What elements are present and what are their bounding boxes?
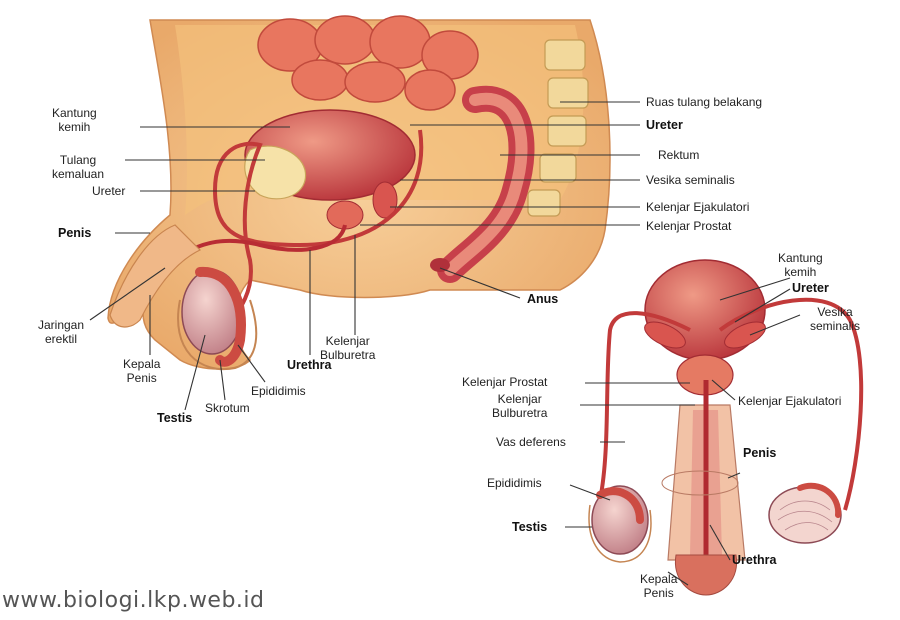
label-kelenjar-ejakulatori-front: Kelenjar Ejakulatori [738, 394, 841, 408]
label-kelenjar-prostat-side: Kelenjar Prostat [646, 219, 731, 233]
label-kepala-penis-front: KepalaPenis [640, 572, 677, 600]
label-testis-side: Testis [157, 411, 192, 425]
label-testis-front: Testis [512, 520, 547, 534]
label-kelenjar-ejakulatori-side: Kelenjar Ejakulatori [646, 200, 749, 214]
label-jaringan-erektil: Jaringanerektil [38, 318, 84, 346]
label-epididimis-front: Epididimis [487, 476, 542, 490]
label-vesika-seminalis-front: Vesikaseminalis [810, 305, 860, 333]
label-epididimis-side: Epididimis [251, 384, 306, 398]
label-ureter-side-bold: Ureter [646, 118, 683, 132]
label-kepala-penis-side: KepalaPenis [123, 357, 160, 385]
label-tulang-kemaluan: Tulangkemaluan [52, 153, 104, 181]
label-anus: Anus [527, 292, 558, 306]
label-penis-side: Penis [58, 226, 91, 240]
label-rektum: Rektum [658, 148, 699, 162]
label-ureter-front: Ureter [792, 281, 829, 295]
label-kantung-kemih-side: Kantungkemih [52, 106, 97, 134]
label-urethra-front: Urethra [732, 553, 776, 567]
label-vesika-seminalis-side: Vesika seminalis [646, 173, 735, 187]
watermark-url: www.biologi.lkp.web.id [2, 588, 265, 613]
label-kantung-kemih-front: Kantungkemih [778, 251, 823, 279]
label-kelenjar-bulburetra-front: KelenjarBulburetra [492, 392, 547, 420]
label-ureter-side: Ureter [92, 184, 125, 198]
label-urethra-side: Urethra [287, 358, 331, 372]
label-vas-deferens: Vas deferens [496, 435, 566, 449]
label-penis-front: Penis [743, 446, 776, 460]
label-kelenjar-prostat-front: Kelenjar Prostat [462, 375, 547, 389]
label-ruas-tulang-belakang: Ruas tulang belakang [646, 95, 762, 109]
label-skrotum: Skrotum [205, 401, 250, 415]
